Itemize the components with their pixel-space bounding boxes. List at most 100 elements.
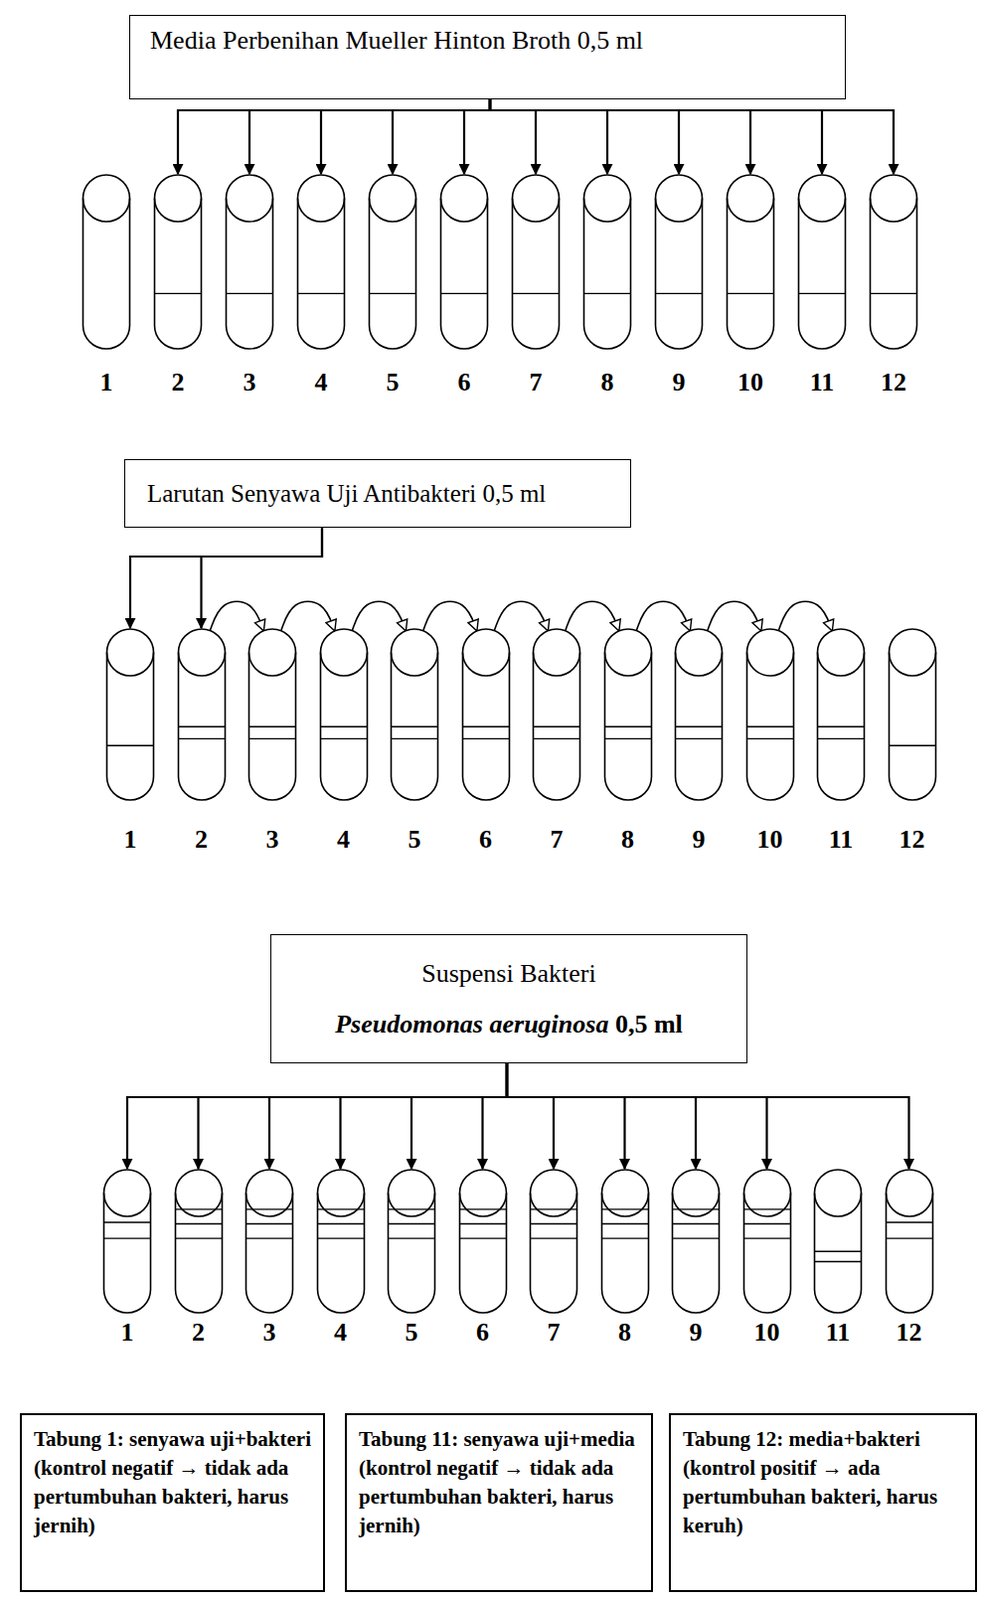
tube-outline (100, 628, 161, 802)
liquid-level (104, 1221, 152, 1223)
test-tube: 12 (882, 628, 943, 855)
test-tube: 11 (792, 173, 852, 398)
test-tube: 8 (595, 1168, 655, 1348)
tube-body (888, 629, 936, 801)
process-box: Larutan Senyawa Uji Antibakteri 0,5 ml (124, 459, 632, 528)
arrow-connector (483, 1063, 508, 1169)
tube-number: 3 (239, 1317, 300, 1348)
arrow-connector (506, 1063, 768, 1169)
liquid-level (530, 1237, 578, 1239)
tube-cap (675, 653, 723, 676)
tube-body (246, 1169, 294, 1313)
liquid-level (391, 725, 439, 727)
test-tube: 4 (311, 1168, 371, 1348)
tube-number: 2 (171, 824, 232, 855)
tube-body (727, 174, 775, 349)
text-line: Larutan Senyawa Uji Antibakteri 0,5 ml (147, 479, 546, 509)
tube-number: 3 (242, 824, 303, 855)
arrow-connector (177, 99, 491, 174)
test-tube: 5 (384, 628, 445, 855)
tube-cap (746, 653, 794, 676)
tube-body (441, 174, 489, 349)
tube-number: 1 (97, 1317, 158, 1348)
tube-outline (879, 1168, 940, 1314)
liquid-level (672, 1208, 720, 1210)
liquid-level (462, 738, 509, 740)
tube-outline (523, 1168, 584, 1314)
tube-body (249, 629, 297, 801)
tube-cap (727, 198, 775, 222)
tube-outline (219, 173, 280, 350)
test-tube: 2 (168, 1168, 229, 1348)
tube-number: 1 (76, 367, 137, 398)
arrow-connector (210, 601, 265, 631)
test-tube: 10 (720, 173, 781, 398)
tube-outline (171, 628, 232, 802)
box-label: Suspensi Bakteri (421, 959, 597, 988)
liquid-level (604, 738, 652, 740)
liquid-level (249, 725, 297, 727)
tube-cap (441, 198, 489, 222)
liquid-level (727, 293, 775, 295)
note-text: Tabung 11: senyawa uji+media (kontrol ne… (358, 1425, 640, 1541)
test-tube: 9 (649, 173, 709, 398)
tube-outline (242, 628, 303, 802)
tube-number: 11 (808, 1317, 868, 1348)
test-tube: 12 (863, 173, 924, 398)
liquid-level (369, 293, 417, 295)
note-text: Tabung 1: senyawa uji+bakteri (kontrol n… (33, 1425, 312, 1541)
liquid-level (799, 293, 846, 295)
liquid-level (672, 1237, 720, 1239)
tube-number: 4 (314, 824, 374, 855)
text-line: Media Perbenihan Mueller Hinton Broth 0,… (150, 24, 644, 56)
tube-outline (456, 628, 516, 802)
liquid-level (885, 1221, 933, 1223)
tube-cap (888, 653, 936, 676)
tube-body (107, 629, 155, 801)
arrow-connector (340, 1063, 508, 1169)
liquid-level (584, 293, 632, 295)
tube-number: 4 (291, 367, 351, 398)
tube-cap (317, 1193, 364, 1217)
liquid-level (174, 1237, 222, 1239)
tube-cap (459, 1193, 506, 1217)
tube-cap (391, 653, 439, 676)
tube-cap (799, 198, 846, 222)
tube-body (317, 1169, 364, 1313)
tube-outline (362, 173, 423, 350)
tube-cap (672, 1193, 720, 1217)
test-tube: 12 (879, 1168, 940, 1348)
test-tube: 2 (148, 173, 208, 398)
tube-outline (291, 173, 351, 350)
tube-outline (148, 173, 208, 350)
tube-cap (817, 653, 865, 676)
tube-body (320, 629, 367, 801)
liquid-level (601, 1223, 649, 1225)
arrow-connector (506, 1063, 554, 1169)
tube-number: 11 (811, 824, 871, 855)
test-tube: 6 (434, 173, 494, 398)
arrow-connector (269, 1063, 507, 1169)
test-tube: 7 (526, 628, 587, 855)
tube-number: 9 (649, 367, 709, 398)
tube-outline (720, 173, 781, 350)
tube-number: 4 (311, 1317, 371, 1348)
liquid-level (320, 725, 367, 727)
arrow-connector (565, 601, 620, 631)
tube-body (226, 174, 274, 349)
arrow-connector (707, 601, 762, 631)
liquid-level (743, 1223, 791, 1225)
liquid-level (317, 1223, 364, 1225)
liquid-level (462, 725, 509, 727)
liquid-level (675, 725, 723, 727)
liquid-level (604, 725, 652, 727)
tube-number: 10 (737, 1317, 798, 1348)
arrow-connector (506, 1063, 910, 1169)
test-tube: 4 (314, 628, 374, 855)
box-label: 0,5 ml (615, 1009, 683, 1039)
tube-body (746, 629, 794, 801)
test-tube: 9 (668, 628, 729, 855)
tube-cap (743, 1193, 791, 1217)
tube-body (155, 174, 202, 349)
liquid-level (601, 1208, 649, 1210)
